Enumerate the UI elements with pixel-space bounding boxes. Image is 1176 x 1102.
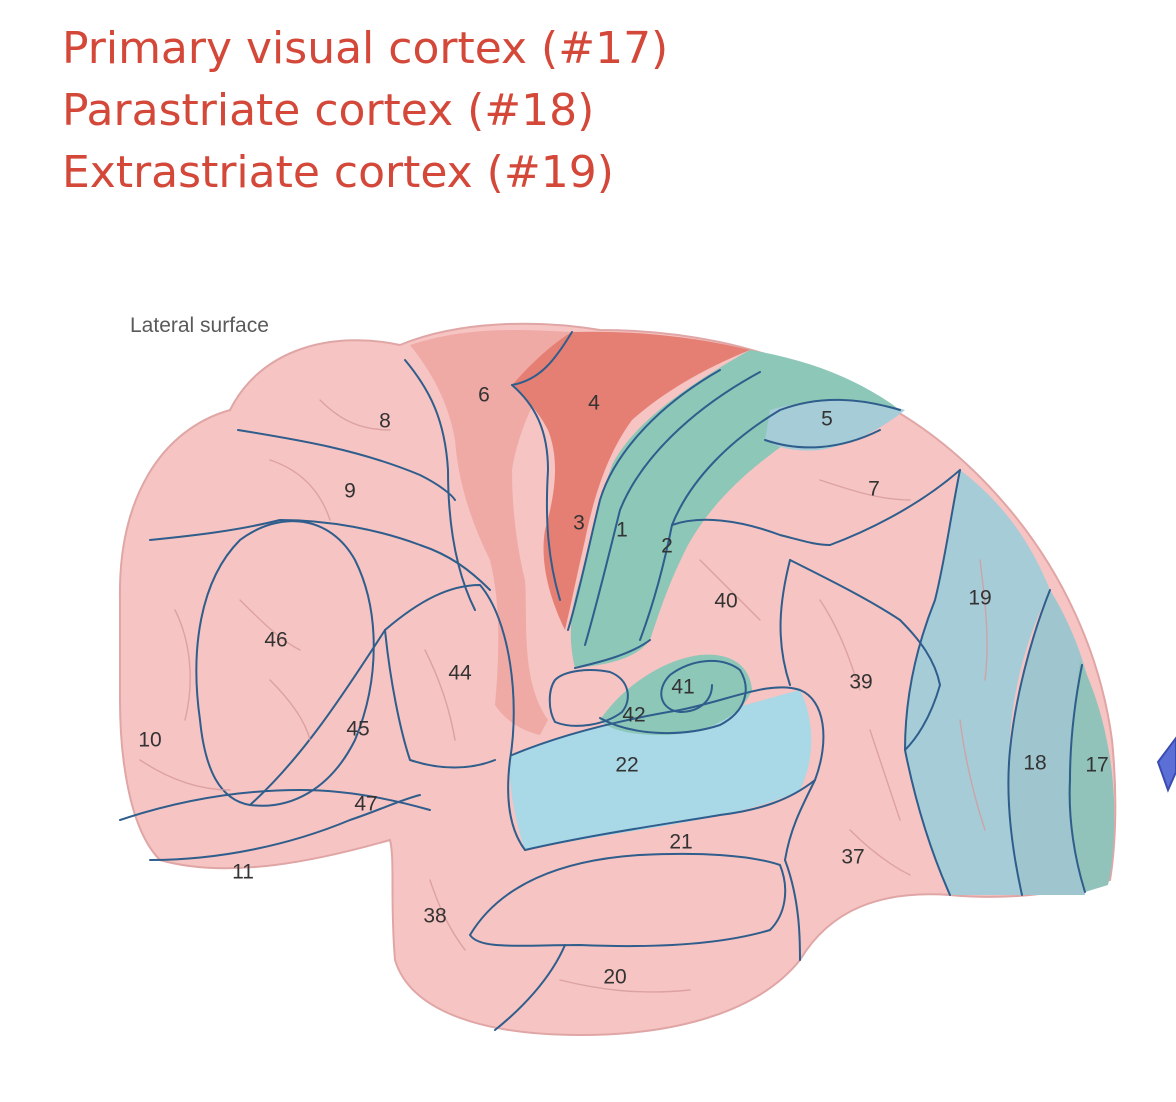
area-label-4: 4 (588, 392, 600, 415)
area-labels: 1 2 3 4 5 6 7 8 9 10 11 17 18 19 20 21 2… (138, 384, 1108, 989)
gyral-texture (139, 399, 988, 993)
area-label-8: 8 (379, 410, 391, 433)
area-borders (119, 331, 1086, 1031)
area-label-11: 11 (232, 861, 254, 884)
area-label-18: 18 (1023, 752, 1046, 775)
area-label-9: 9 (344, 480, 356, 503)
area-label-19: 19 (968, 587, 991, 610)
area-label-40: 40 (714, 590, 737, 613)
heading-parastriate-cortex: Parastriate cortex (#18) (62, 85, 595, 136)
area-label-5: 5 (821, 408, 833, 431)
heading-primary-visual-cortex: Primary visual cortex (#17) (62, 23, 669, 74)
brain-outline (118, 322, 1117, 1037)
area-label-21: 21 (669, 831, 692, 854)
area-label-10: 10 (138, 729, 161, 752)
pointer-arrow (1156, 736, 1176, 793)
area-17-region (1068, 660, 1115, 892)
area-6-region (410, 329, 572, 735)
area-label-17: 17 (1085, 754, 1108, 777)
heading-extrastriate-cortex: Extrastriate cortex (#19) (62, 147, 614, 198)
area-label-22: 22 (615, 754, 638, 777)
area-label-6: 6 (478, 384, 490, 407)
area-label-41: 41 (671, 676, 694, 699)
heading-list: Primary visual cortex (#17) Parastriate … (62, 18, 668, 204)
area-5-region (765, 400, 905, 451)
surface-label: Lateral surface (130, 314, 269, 337)
area-label-20: 20 (603, 966, 626, 989)
area-label-1: 1 (616, 519, 628, 542)
area-label-46: 46 (264, 629, 287, 652)
area-label-44: 44 (448, 662, 472, 685)
area-label-47: 47 (354, 793, 377, 816)
area-label-7: 7 (868, 478, 880, 501)
somatosensory-region (570, 350, 900, 668)
area-label-3: 3 (573, 512, 585, 535)
area-4-region (512, 331, 750, 630)
area-label-42: 42 (622, 704, 645, 727)
area-41-42-region (600, 654, 752, 735)
area-label-2: 2 (661, 535, 673, 558)
area-label-45: 45 (346, 718, 369, 741)
area-label-37: 37 (841, 846, 864, 869)
area-label-38: 38 (423, 905, 446, 928)
area-label-39: 39 (849, 671, 872, 694)
